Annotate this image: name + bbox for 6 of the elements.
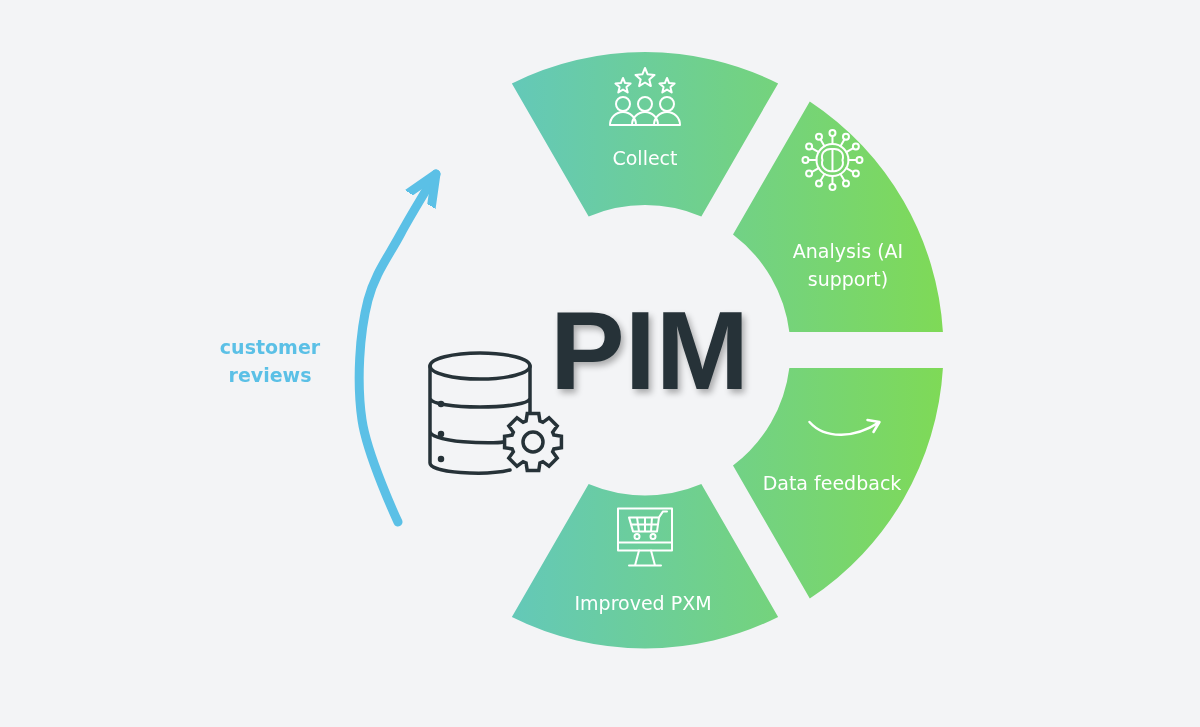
edge-label: customer reviews	[218, 335, 322, 388]
segment-label: Data feedback	[761, 470, 903, 496]
center-title: PIM	[550, 295, 750, 407]
segment-label: Analysis (AI support)	[791, 238, 905, 292]
segment-label: Collect	[611, 145, 679, 171]
segment-label: Improved PXM	[573, 590, 713, 616]
